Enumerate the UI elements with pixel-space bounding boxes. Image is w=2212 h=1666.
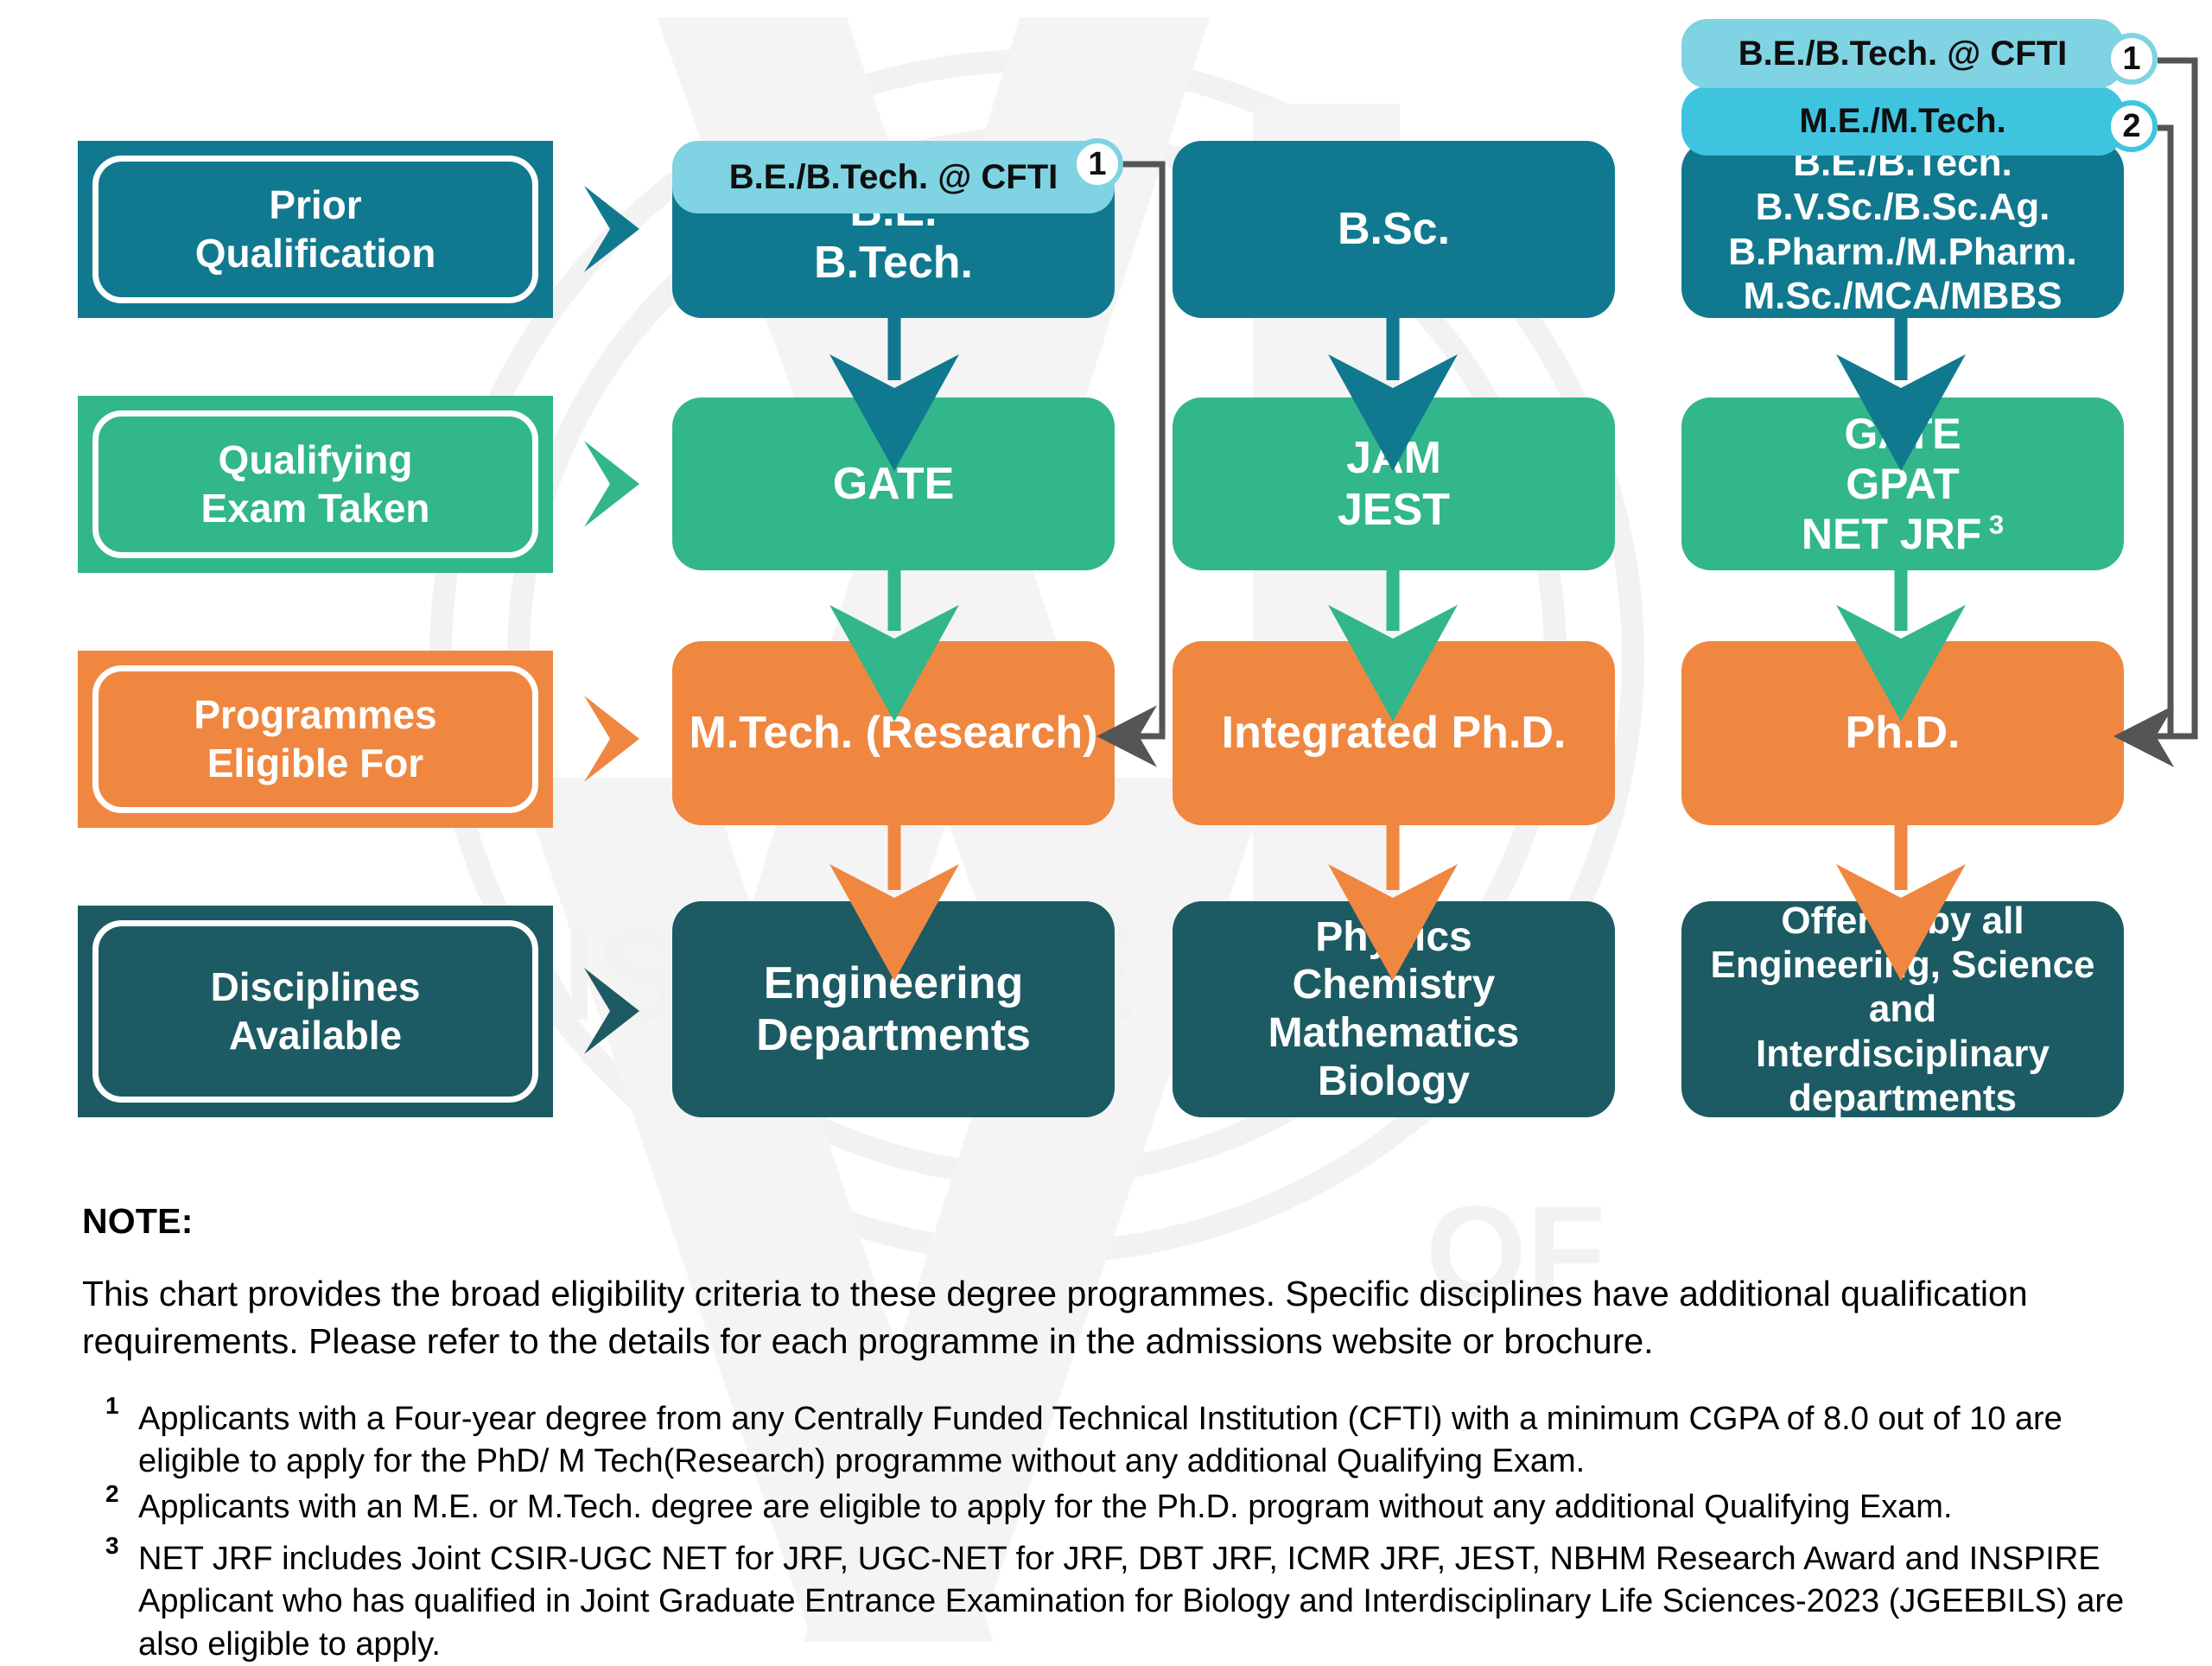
connector-cfti-bypass-phd — [2113, 57, 2198, 767]
note-title: NOTE: — [82, 1201, 194, 1241]
row-chevron-disciplines — [584, 968, 639, 1054]
node-col3-prior-qualification[interactable]: B.E./B.Tech.B.V.Sc./B.Sc.Ag.B.Pharm./M.P… — [1681, 141, 2124, 318]
badge-col1-1[interactable]: 1 — [1071, 138, 1123, 190]
footnote-3: 3 NET JRF includes Joint CSIR-UGC NET fo… — [105, 1532, 2126, 1666]
badge-col3-2[interactable]: 2 — [2106, 100, 2158, 152]
footnote-1-text: Applicants with a Four-year degree from … — [138, 1401, 2063, 1480]
badge-col3-1[interactable]: 1 — [2106, 33, 2158, 85]
tab-col1-cfti-label: B.E./B.Tech. @ CFTI — [728, 157, 1058, 196]
footnote-1-mark: 1 — [105, 1392, 119, 1419]
tab-col3-metech[interactable]: M.E./M.Tech. — [1681, 86, 2124, 156]
footnote-3-mark: 3 — [105, 1532, 119, 1559]
tab-col3-cfti-label: B.E./B.Tech. @ CFTI — [1738, 34, 2068, 73]
footnote-1: 1 Applicants with a Four-year degree fro… — [105, 1392, 2126, 1484]
badge-col3-1-label: 1 — [2122, 40, 2141, 77]
tab-col1-cfti[interactable]: B.E./B.Tech. @ CFTI — [672, 141, 1115, 213]
tab-col3-metech-label: M.E./M.Tech. — [1799, 101, 2006, 140]
footnote-2-text: Applicants with an M.E. or M.Tech. degre… — [138, 1489, 1953, 1525]
footnote-2-mark: 2 — [105, 1480, 119, 1507]
row-chevron-prior-qualification — [584, 186, 639, 272]
badge-col3-2-label: 2 — [2122, 107, 2141, 144]
row-chevron-programmes — [584, 696, 639, 782]
connector-metech-bypass-phd — [2113, 124, 2174, 767]
note-body: This chart provides the broad eligibilit… — [82, 1274, 2028, 1361]
row-chevron-qualifying-exam — [584, 441, 639, 527]
footnote-3-text: NET JRF includes Joint CSIR-UGC NET for … — [138, 1541, 2125, 1663]
connector-cfti-bypass-mtech — [1096, 161, 1166, 767]
badge-col1-1-label: 1 — [1088, 145, 1107, 182]
tab-col3-cfti[interactable]: B.E./B.Tech. @ CFTI — [1681, 19, 2124, 88]
footnote-2: 2 Applicants with an M.E. or M.Tech. deg… — [105, 1480, 2126, 1529]
node-col3-prior-qualification-text: B.E./B.Tech.B.V.Sc./B.Sc.Ag.B.Pharm./M.P… — [1728, 142, 2077, 317]
